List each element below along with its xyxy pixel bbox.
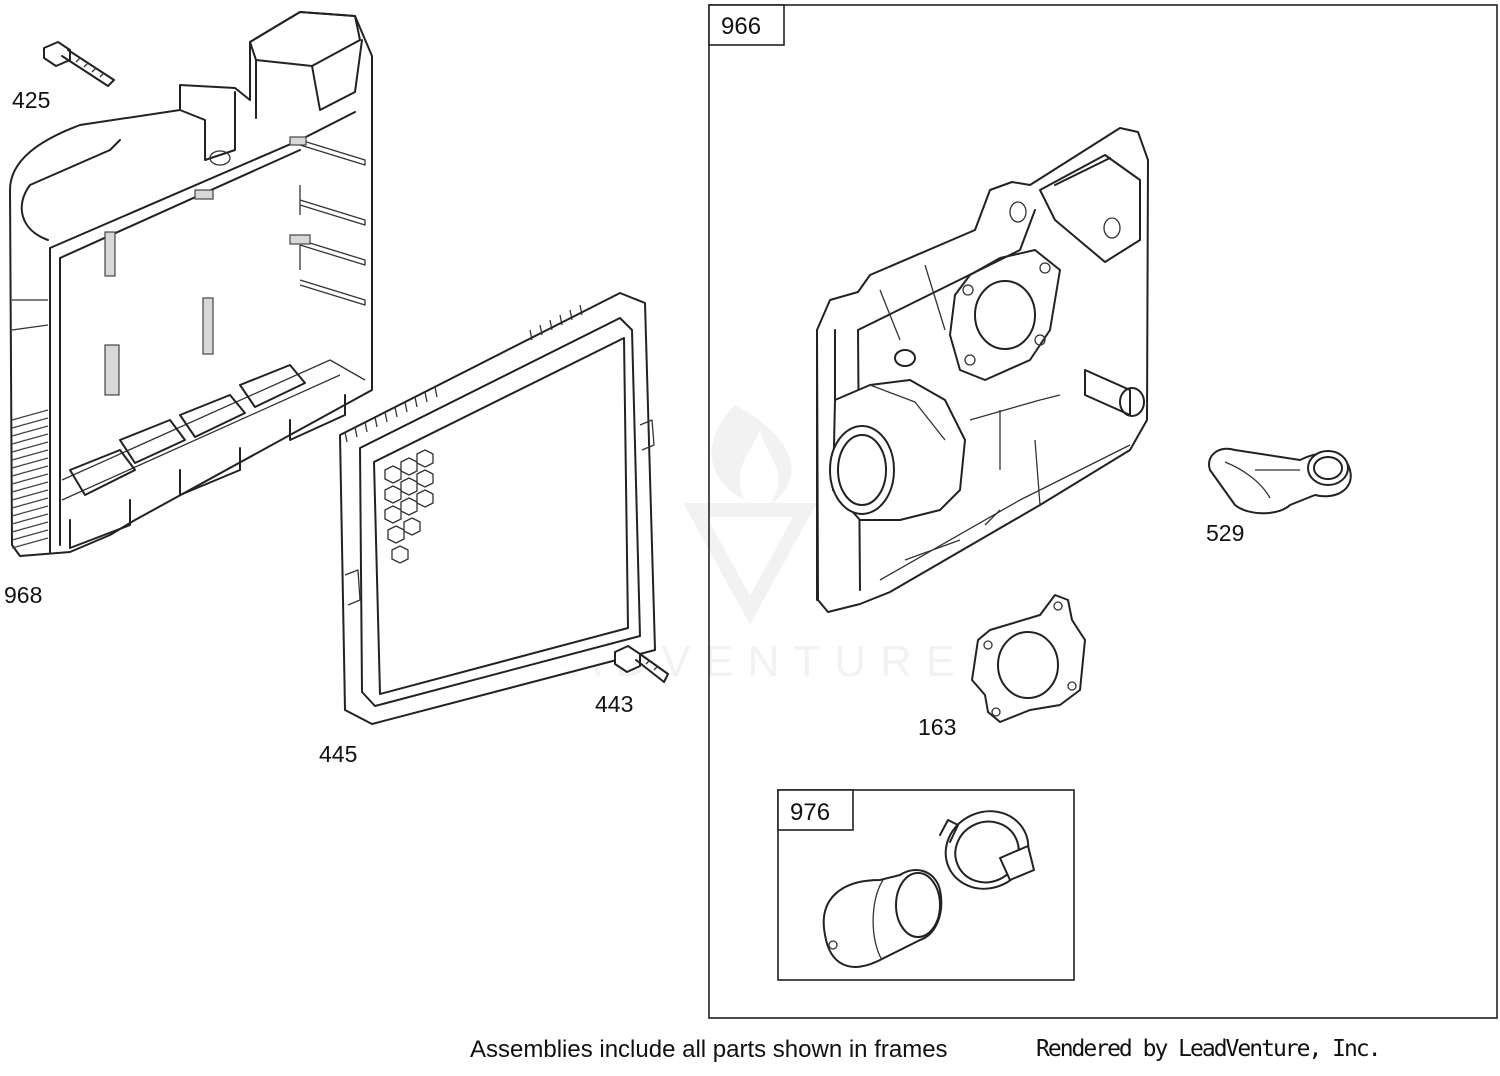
footer-credit: Rendered by LeadVenture, Inc.	[1036, 1036, 1382, 1062]
footer-note: Assemblies include all parts shown in fr…	[470, 1036, 948, 1063]
air-cleaner-base-968-drawing	[9, 11, 373, 557]
callout-529[interactable]: 529	[1206, 520, 1244, 546]
screw-443-drawing	[614, 645, 669, 683]
pre-cleaner-976-drawing	[822, 869, 943, 968]
assembly-976-frame	[777, 789, 1075, 981]
callout-968[interactable]: 968	[4, 582, 42, 608]
air-cleaner-housing-966-drawing	[816, 127, 1149, 613]
callout-163[interactable]: 163	[918, 714, 956, 740]
air-filter-445-drawing	[339, 292, 656, 725]
screw-425-drawing	[43, 41, 115, 87]
callout-425[interactable]: 425	[12, 87, 50, 113]
assembly-966-frame	[708, 4, 1498, 1019]
callout-443[interactable]: 443	[595, 691, 633, 717]
callout-445[interactable]: 445	[319, 741, 357, 767]
gasket-163-drawing	[971, 594, 1086, 723]
assembly-966-label[interactable]: 966	[721, 13, 761, 40]
assembly-976-label[interactable]: 976	[790, 799, 830, 826]
clamp-ring-976-drawing	[939, 810, 1035, 890]
elbow-hose-529-drawing	[1208, 447, 1352, 515]
